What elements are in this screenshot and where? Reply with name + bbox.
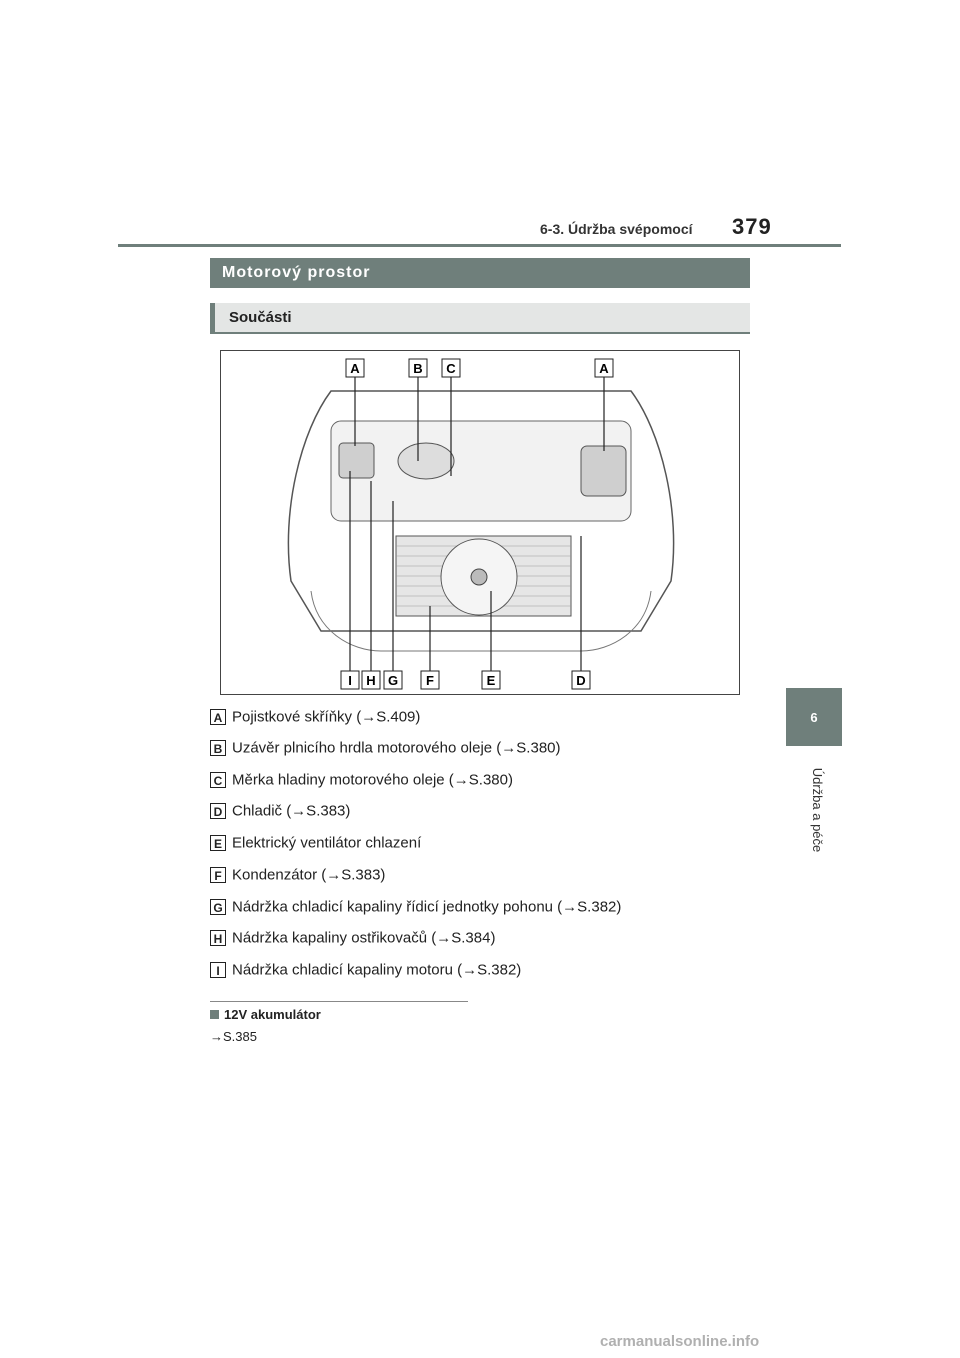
list-item-A: A Pojistkové skříňky (→S.409) bbox=[210, 708, 420, 728]
list-item-B: B Uzávěr plnicího hrdla motorového oleje … bbox=[210, 739, 561, 759]
engine-illustration: A B C A I H G F bbox=[287, 358, 675, 690]
section-title: 6-3. Údržba svépomocí bbox=[540, 221, 693, 237]
list-item-D: D Chladič (→S.383) bbox=[210, 802, 350, 822]
item-text: Elektrický ventilátor chlazení bbox=[232, 834, 422, 852]
main-title: Motorový prostor bbox=[210, 258, 750, 288]
callout-bottom-F: F bbox=[420, 670, 440, 690]
svg-text:F: F bbox=[426, 673, 434, 688]
list-item-F: F Kondenzátor (→S.383) bbox=[210, 866, 385, 886]
battery-heading: 12V akumulátor bbox=[210, 1007, 321, 1022]
letter-badge: G bbox=[210, 899, 226, 916]
svg-text:G: G bbox=[388, 673, 398, 688]
callout-bottom-G: G bbox=[383, 670, 403, 690]
letter-badge: E bbox=[210, 835, 226, 852]
svg-text:B: B bbox=[413, 361, 422, 376]
letter-badge: H bbox=[210, 930, 226, 947]
svg-text:E: E bbox=[487, 673, 496, 688]
battery-title: 12V akumulátor bbox=[224, 1007, 321, 1022]
letter-badge: D bbox=[210, 803, 226, 820]
svg-text:I: I bbox=[348, 673, 352, 688]
watermark: carmanualsonline.info bbox=[600, 1333, 760, 1350]
callout-bottom-E: E bbox=[481, 670, 501, 690]
letter-badge: B bbox=[210, 740, 226, 757]
svg-text:H: H bbox=[366, 673, 375, 688]
callout-top-A2: A bbox=[594, 358, 614, 378]
list-item-I: I Nádržka chladicí kapaliny motoru (→S.38… bbox=[210, 961, 521, 981]
letter-badge: F bbox=[210, 867, 226, 884]
sub-title: Součásti bbox=[210, 303, 750, 334]
callout-top-A1: A bbox=[345, 358, 365, 378]
callout-bottom-H: H bbox=[361, 670, 381, 690]
svg-text:A: A bbox=[599, 361, 609, 376]
item-text: Kondenzátor (→S.383) bbox=[232, 866, 386, 884]
square-bullet-icon bbox=[210, 1010, 219, 1019]
battery-reference: →S.385 bbox=[210, 1029, 257, 1044]
chapter-tab: 6 bbox=[786, 688, 842, 746]
item-text: Nádržka chladicí kapaliny řídicí jednotk… bbox=[232, 898, 622, 916]
callout-top-B: B bbox=[408, 358, 428, 378]
page-number: 379 bbox=[732, 214, 772, 239]
letter-badge: C bbox=[210, 772, 226, 789]
header-rule bbox=[118, 244, 841, 247]
list-item-G: G Nádržka chladicí kapaliny řídicí jednot… bbox=[210, 898, 621, 918]
letter-badge: A bbox=[210, 709, 226, 726]
svg-text:A: A bbox=[350, 361, 360, 376]
list-item-H: H Nádržka kapaliny ostřikovačů (→S.384) bbox=[210, 929, 495, 949]
callout-top-C: C bbox=[441, 358, 461, 378]
item-text: Nádržka chladicí kapaliny motoru (→S.382… bbox=[232, 961, 522, 979]
letter-badge: I bbox=[210, 962, 226, 979]
list-item-C: C Měrka hladiny motorového oleje (→S.380) bbox=[210, 771, 513, 791]
footnote-rule bbox=[210, 1001, 468, 1002]
callout-bottom-D: D bbox=[571, 670, 591, 690]
list-item-E: E Elektrický ventilátor chlazení bbox=[210, 834, 421, 854]
engine-compartment-figure: A B C A I H G F bbox=[220, 350, 740, 695]
item-text: Pojistkové skříňky (→S.409) bbox=[232, 708, 421, 726]
callout-bottom-I: I bbox=[340, 670, 360, 690]
chapter-label: Údržba a péče bbox=[810, 767, 825, 853]
svg-text:D: D bbox=[576, 673, 585, 688]
svg-text:C: C bbox=[446, 361, 456, 376]
item-text: Chladič (→S.383) bbox=[232, 802, 351, 820]
item-text: Měrka hladiny motorového oleje (→S.380) bbox=[232, 771, 513, 789]
item-text: Nádržka kapaliny ostřikovačů (→S.384) bbox=[232, 929, 496, 947]
item-text: Uzávěr plnicího hrdla motorového oleje (… bbox=[232, 739, 561, 757]
